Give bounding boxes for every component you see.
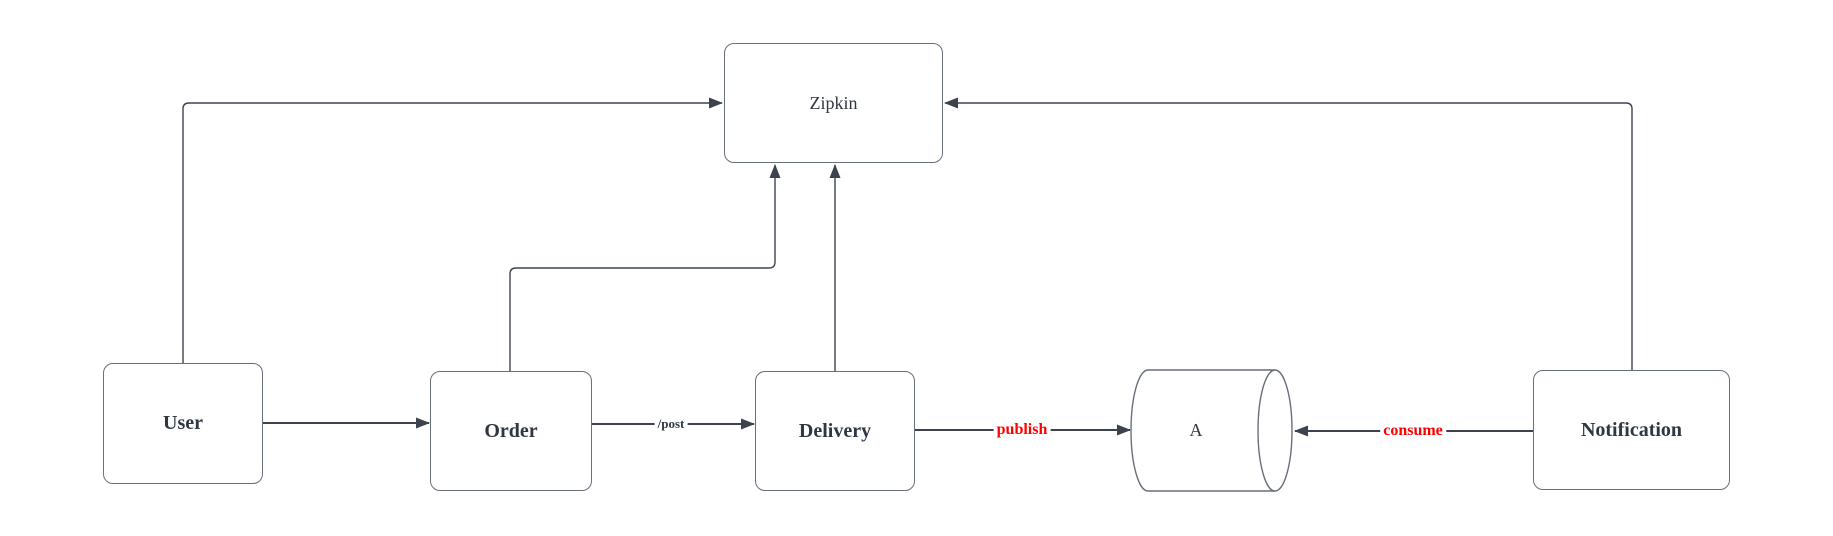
node-notification[interactable]: Notification — [1533, 370, 1730, 490]
edge-user-zipkin — [182, 97, 723, 363]
edge-notification-zipkin — [944, 97, 1633, 370]
node-order[interactable]: Order — [430, 371, 592, 491]
node-delivery-label: Delivery — [798, 419, 872, 442]
edge-label-post: /post — [654, 416, 688, 432]
node-zipkin[interactable]: Zipkin — [724, 43, 943, 163]
node-order-label: Order — [484, 419, 538, 442]
node-delivery[interactable]: Delivery — [755, 371, 915, 491]
node-zipkin-label: Zipkin — [809, 92, 858, 113]
node-notification-label: Notification — [1580, 418, 1683, 441]
queue-node-label: A — [1189, 420, 1203, 440]
edge-label-publish: publish — [993, 421, 1051, 439]
queue-cylinder-cap — [1257, 369, 1276, 492]
edge-order-zipkin — [509, 164, 781, 371]
edge-label-consume: consume — [1380, 422, 1446, 440]
node-user[interactable]: User — [103, 363, 263, 484]
node-user-label: User — [163, 412, 203, 434]
queue-node[interactable] — [1130, 369, 1293, 492]
